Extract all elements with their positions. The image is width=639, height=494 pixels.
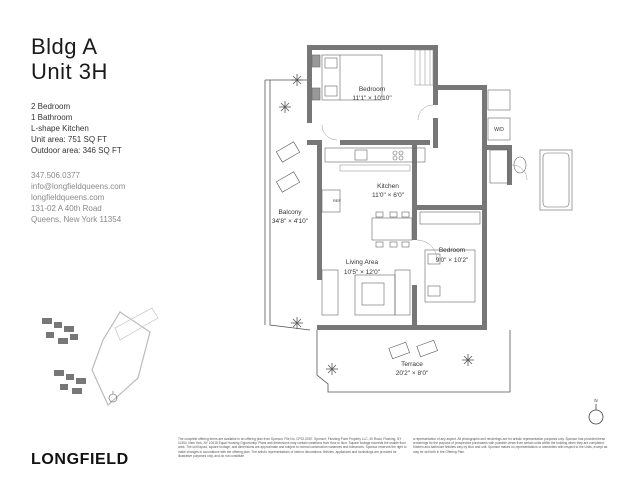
contact-address-line2: Queens, New York 11354	[31, 215, 122, 224]
refrigerator-label: REF	[333, 198, 342, 203]
disclaimer-left: The complete offering terms are availabl…	[178, 437, 407, 458]
spec-kitchen: L-shape Kitchen	[31, 124, 89, 133]
north-arrow-icon: N	[588, 398, 604, 425]
terrace-outline	[316, 330, 511, 393]
room-terrace-name: Terrace	[401, 361, 423, 368]
room-balcony-name: Balcony	[278, 209, 302, 216]
closet-hatch	[339, 49, 434, 172]
unit-title: Unit 3H	[31, 59, 108, 84]
contact-website[interactable]: longfieldqueens.com	[31, 193, 105, 202]
brand-logo: LONGFIELD	[31, 451, 129, 468]
key-plan	[42, 307, 159, 406]
room-bedroom-1-dims: 11'1" × 10'10"	[352, 95, 392, 102]
room-bedroom-2-name: Bedroom	[439, 247, 465, 254]
room-terrace-dims: 20'2" × 8'0"	[396, 370, 429, 377]
plant-icons	[279, 74, 474, 375]
north-label: N	[594, 398, 597, 403]
outdoor-chairs	[275, 141, 438, 360]
balcony-outline	[264, 79, 311, 331]
spec-unit-area: Unit area: 751 SQ FT	[31, 135, 108, 144]
room-living-dims: 10'5" × 12'0"	[344, 269, 381, 276]
contact-address-line1: 131-02 A 40th Road	[31, 204, 102, 213]
room-balcony-dims: 34'8" × 4'10"	[272, 218, 309, 225]
washer-dryer-label: W/D	[494, 127, 504, 133]
building-title: Bldg A	[31, 34, 98, 59]
room-kitchen-name: Kitchen	[377, 183, 399, 190]
room-living-name: Living Area	[346, 259, 379, 266]
contact-email[interactable]: info@longfieldqueens.com	[31, 182, 126, 191]
room-kitchen-dims: 11'0" × 6'0"	[372, 192, 405, 199]
living-furniture	[321, 269, 411, 316]
spec-bathrooms: 1 Bathroom	[31, 113, 73, 122]
bathroom-fixtures	[487, 89, 573, 211]
contact-phone[interactable]: 347.506.0377	[31, 171, 80, 180]
spec-outdoor-area: Outdoor area: 346 SQ FT	[31, 146, 122, 155]
kitchen-fixtures	[321, 147, 426, 213]
room-bedroom-2-dims: 9'0" × 10'2"	[436, 257, 469, 264]
dining-table	[371, 211, 413, 248]
bedroom-2-furniture	[419, 211, 481, 303]
door-swings	[321, 104, 528, 261]
walls	[307, 45, 512, 330]
room-bedroom-1-name: Bedroom	[359, 86, 385, 93]
spec-bedrooms: 2 Bedroom	[31, 102, 71, 111]
bedroom-1-furniture	[311, 54, 383, 101]
disclaimer-right: a representation of any aspect. All phot…	[413, 437, 608, 454]
